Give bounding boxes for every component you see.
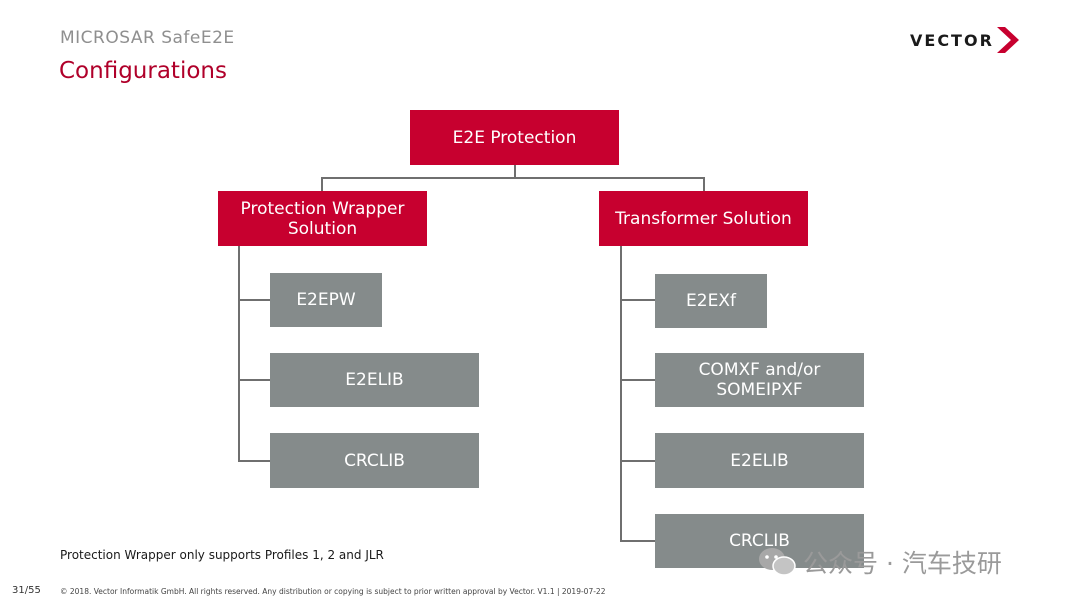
vector-logo: VECTOR [910,27,1019,53]
copyright-text: © 2018. Vector Informatik GmbH. All righ… [60,587,606,596]
watermark: 公众号 · 汽车技研 [757,544,1002,580]
node-e2elib-right: E2ELIB [655,433,864,488]
slide-title: Configurations [59,58,227,84]
node-branch-transformer: Transformer Solution [599,191,808,246]
chat-bubbles-icon [759,548,796,576]
footnote: Protection Wrapper only supports Profile… [60,548,384,562]
node-branch-protection-wrapper: Protection Wrapper Solution [218,191,427,246]
node-root: E2E Protection [410,110,619,165]
chevron-right-icon [996,27,1019,53]
page-number: 31/55 [12,585,41,596]
logo-text: VECTOR [910,30,994,50]
node-comxf-someipxf: COMXF and/or SOMEIPXF [655,353,864,407]
node-e2elib-left: E2ELIB [270,353,479,407]
presentation-subtitle: MICROSAR SafeE2E [60,28,235,48]
node-crclib-left: CRCLIB [270,433,479,488]
watermark-text: 公众号 · 汽车技研 [803,549,1002,578]
node-e2epw: E2EPW [270,273,382,327]
node-e2exf: E2EXf [655,274,767,328]
